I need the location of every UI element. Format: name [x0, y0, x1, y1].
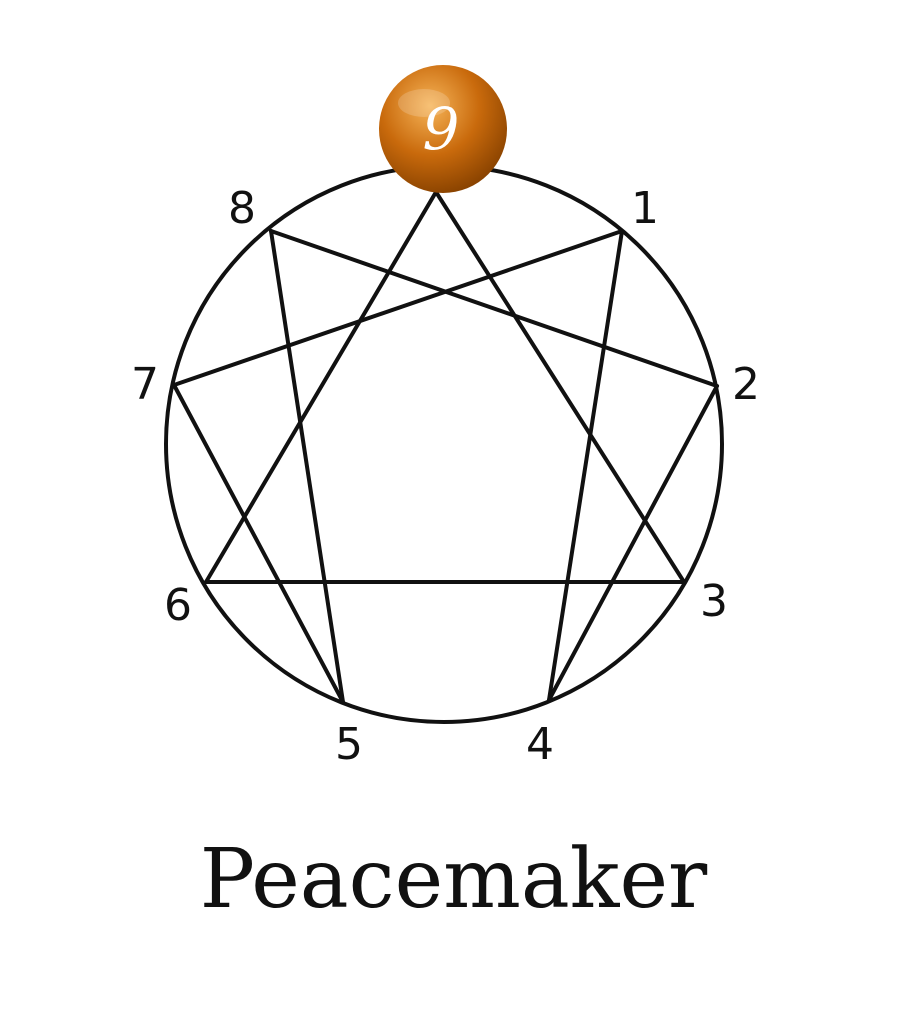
connection-line-6-9: [204, 190, 438, 584]
connection-line-7-1: [172, 229, 624, 387]
point-label-2: 2: [732, 359, 760, 410]
connection-line-1-4: [547, 229, 624, 702]
connection-line-9-3: [434, 190, 686, 584]
point-label-4: 4: [526, 719, 554, 770]
connection-line-4-2: [547, 384, 719, 702]
connection-line-5-7: [172, 383, 345, 704]
highlight-point-9[interactable]: 9: [379, 65, 507, 193]
highlight-label: 9: [423, 95, 460, 163]
orb-shine: [398, 89, 450, 117]
type-name-title: Peacemaker: [199, 832, 708, 927]
point-label-8: 8: [228, 183, 256, 234]
highlight-orb: [379, 65, 507, 193]
point-label-5: 5: [335, 719, 363, 770]
point-label-7: 7: [131, 359, 159, 410]
point-label-6: 6: [164, 580, 192, 631]
connection-line-2-8: [269, 229, 719, 388]
connection-line-8-5: [269, 229, 345, 704]
point-labels: 1 2 3 4 5 6 7 8: [131, 183, 760, 770]
point-label-3: 3: [700, 576, 728, 627]
enneagram-circle: [164, 164, 724, 724]
connection-lines: [172, 190, 719, 704]
point-label-1: 1: [631, 183, 659, 234]
